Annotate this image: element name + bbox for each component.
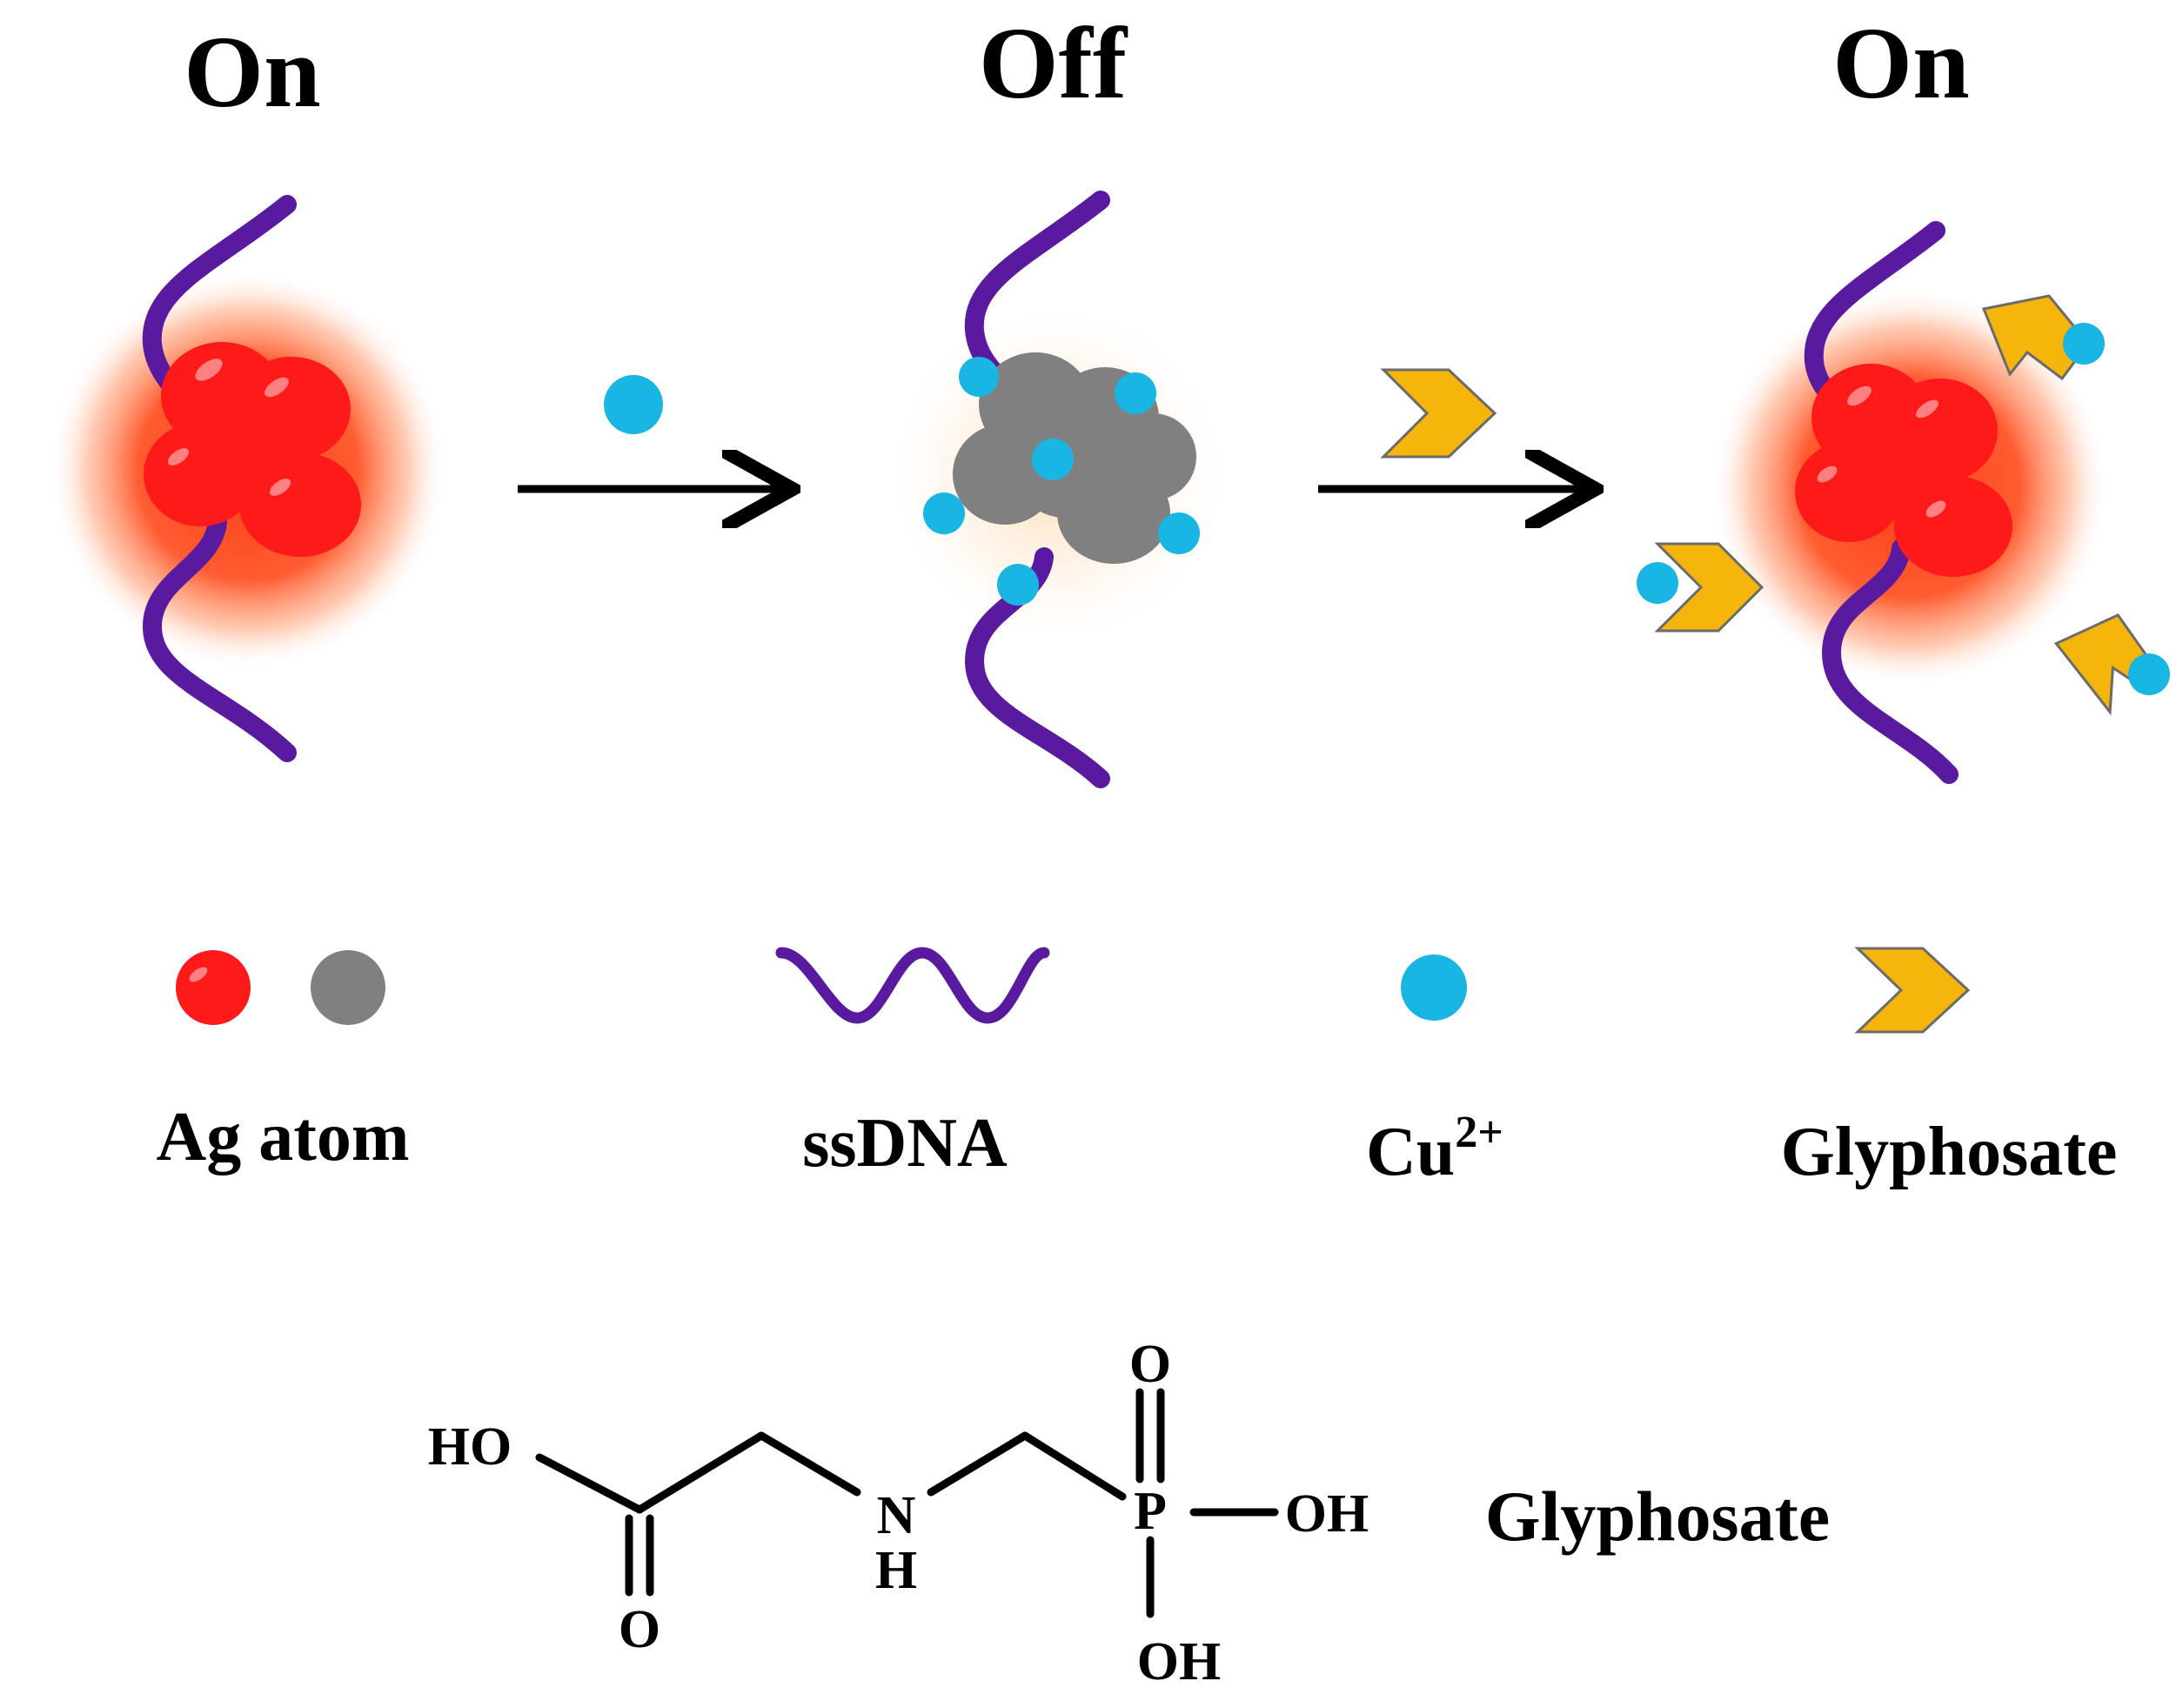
ssdna-strand-bottom <box>1821 539 1959 784</box>
atom-nh-h: H <box>875 1541 917 1600</box>
legend-ag-label: Ag atom <box>156 1099 409 1176</box>
panel-initial-on <box>48 195 448 762</box>
legend-cu-label: Cu2+ <box>1366 1108 1503 1190</box>
legend-glyphosate-label: Glyphosate <box>1781 1114 2118 1190</box>
legend-cu-base: Cu <box>1366 1114 1455 1190</box>
legend-ssdna-label: ssDNA <box>802 1105 1008 1182</box>
atom-po-o: O <box>1129 1335 1171 1394</box>
legend-cu-swatch <box>1401 954 1467 1021</box>
panel-quenched-off <box>883 191 1231 788</box>
state-title-initial: On <box>184 15 320 129</box>
legend: Ag atom ssDNA Cu2+ Glyphosate <box>156 947 2118 1190</box>
legend-ag-active-swatch <box>176 950 251 1025</box>
atom-p: P <box>1134 1482 1167 1541</box>
atom-oh-bottom: OH <box>1137 1632 1221 1691</box>
legend-glyphosate-swatch <box>1854 947 1971 1034</box>
atom-oh-right: OH <box>1285 1484 1369 1544</box>
atom-ho: HO <box>428 1417 512 1477</box>
structure-name: Glyphosate <box>1485 1477 1830 1556</box>
ag-cluster-recovered <box>1795 364 2012 577</box>
state-title-quenched: Off <box>979 6 1128 120</box>
glyphosate-cu-complexes <box>1637 294 2170 716</box>
ssdna-strand-bottom <box>142 512 297 762</box>
state-title-recovered: On <box>1832 6 1969 120</box>
cu-ions-bound <box>923 357 1200 606</box>
glyphosate-structure: HO O N H P O OH OH Glyphosate <box>428 1335 1830 1691</box>
legend-ag-quenched-swatch <box>311 950 385 1025</box>
legend-cu-charge: 2+ <box>1455 1108 1503 1157</box>
panel-recovered-on <box>1637 221 2170 784</box>
glyphosate-reagent <box>1380 368 1497 459</box>
ag-cluster <box>144 342 361 557</box>
structure-bonds <box>535 1388 1279 1618</box>
cu-ion-reagent <box>604 375 663 434</box>
atom-carbonyl-o: O <box>619 1600 660 1659</box>
legend-ssdna-swatch <box>775 947 1050 1024</box>
atom-n: N <box>877 1486 916 1545</box>
